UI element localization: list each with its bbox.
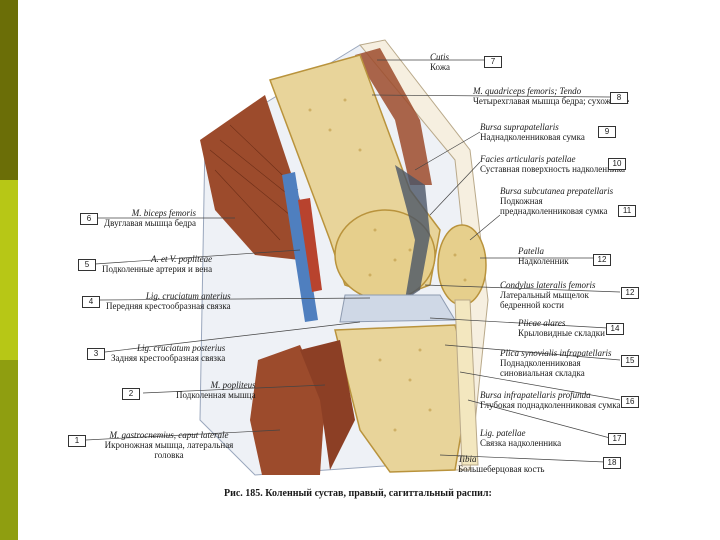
- leader-lines: [85, 59, 621, 463]
- biceps-femoris-muscle: [200, 95, 300, 260]
- figure-caption: Рис. 185. Коленный сустав, правый, сагит…: [224, 488, 492, 499]
- popliteal-artery: [298, 198, 322, 292]
- callout-number: 16: [621, 396, 639, 408]
- sidebar-top-band: [0, 0, 18, 180]
- bone-texture: [308, 98, 467, 432]
- cartilage-gap: [339, 294, 456, 323]
- callout-number: 2: [122, 388, 140, 400]
- callout-number: 7: [484, 56, 502, 68]
- callout-number: 14: [606, 323, 624, 335]
- skin-layer: [359, 39, 489, 471]
- callout-number: 11: [618, 205, 636, 217]
- callout-number: 5: [78, 259, 96, 271]
- quadriceps-muscle: [355, 48, 432, 185]
- callout-number: 4: [82, 296, 100, 308]
- callout-number: 18: [603, 457, 621, 469]
- callout-number: 6: [80, 213, 98, 225]
- callout-number: 10: [608, 158, 626, 170]
- synovial-fold: [395, 165, 430, 300]
- patellar-ligament: [454, 299, 479, 466]
- callout-number: 12: [593, 254, 611, 266]
- callout-number: 12: [621, 287, 639, 299]
- knee-illustration: [85, 39, 621, 476]
- popliteal-vein: [282, 172, 318, 322]
- tibia-bone: [334, 324, 471, 473]
- callout-number: 8: [610, 92, 628, 104]
- sidebar-middle-band: [0, 180, 18, 360]
- callout-number: 1: [68, 435, 86, 447]
- callout-number: 9: [598, 126, 616, 138]
- sidebar-bottom-band: [0, 360, 18, 540]
- patella-bone: [437, 224, 487, 306]
- callout-number: 3: [87, 348, 105, 360]
- popliteus-muscle: [300, 340, 355, 470]
- slide-sidebar: [0, 0, 18, 540]
- callout-number: 17: [608, 433, 626, 445]
- gastrocnemius-muscle: [250, 345, 325, 475]
- callout-number: 15: [621, 355, 639, 367]
